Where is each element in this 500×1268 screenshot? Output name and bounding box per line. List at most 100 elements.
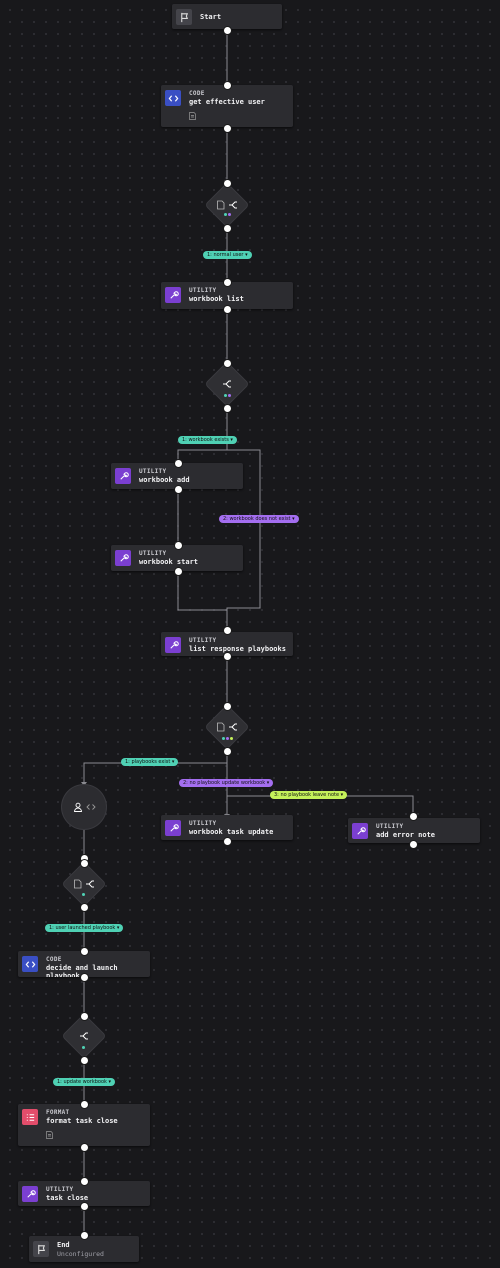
output-port[interactable] xyxy=(223,305,232,314)
branch-label-workbook-exists[interactable]: 1: workbook exists ▾ xyxy=(178,436,237,444)
node-status: Unconfigured xyxy=(57,1250,104,1258)
wrench-icon xyxy=(22,1186,38,1202)
output-port[interactable] xyxy=(223,837,232,846)
input-port[interactable] xyxy=(223,278,232,287)
format-node-format-task-close[interactable]: FORMAT format task close xyxy=(18,1104,150,1146)
node-title: list response playbooks xyxy=(189,645,286,653)
decision-icons xyxy=(206,184,248,226)
node-title: workbook start xyxy=(139,558,199,566)
output-port[interactable] xyxy=(80,1202,89,1211)
input-port[interactable] xyxy=(174,459,183,468)
document-icon xyxy=(217,200,225,210)
input-port[interactable] xyxy=(80,1177,89,1186)
document-icon xyxy=(189,112,196,120)
wrench-icon xyxy=(115,468,131,484)
input-port[interactable] xyxy=(80,1231,89,1240)
user-icon xyxy=(73,802,82,812)
node-kind: UTILITY xyxy=(376,823,404,830)
utility-node-workbook-start[interactable]: UTILITY workbook start xyxy=(111,545,243,571)
decision-icons xyxy=(63,863,105,905)
input-port[interactable] xyxy=(174,541,183,550)
split-icon xyxy=(80,1032,88,1040)
branch-label-no-playbook-update-workbook[interactable]: 2: no playbook update workbook ▾ xyxy=(179,779,274,787)
branch-label-update-workbook[interactable]: 1: update workbook ▾ xyxy=(53,1078,116,1086)
document-icon xyxy=(217,722,225,732)
output-port[interactable] xyxy=(223,652,232,661)
output-port[interactable] xyxy=(223,224,232,233)
output-port[interactable] xyxy=(174,567,183,576)
node-title: add error note xyxy=(376,831,436,839)
node-kind: UTILITY xyxy=(189,637,217,644)
code-icon xyxy=(22,956,38,972)
list-icon xyxy=(22,1109,38,1125)
code-icon xyxy=(85,804,96,810)
input-port[interactable] xyxy=(223,179,232,188)
input-port[interactable] xyxy=(80,1100,89,1109)
node-kind: UTILITY xyxy=(139,550,167,557)
node-title: get effective user xyxy=(189,98,265,106)
utility-node-list-response-playbooks[interactable]: UTILITY list response playbooks xyxy=(161,632,293,656)
node-kind: FORMAT xyxy=(46,1109,70,1116)
branch-label-user-launched-playbook[interactable]: 1: user launched playbook ▾ xyxy=(45,924,124,932)
start-node[interactable]: Start xyxy=(172,4,282,29)
node-title-continued: playbook xyxy=(46,972,80,977)
prompt-node[interactable] xyxy=(62,785,106,829)
input-port[interactable] xyxy=(223,702,232,711)
node-kind: UTILITY xyxy=(189,287,217,294)
branch-label-normal-user[interactable]: 1: normal user ▾ xyxy=(203,251,252,259)
input-port[interactable] xyxy=(409,812,418,821)
input-port[interactable] xyxy=(223,81,232,90)
node-title: Start xyxy=(200,13,222,21)
node-title: workbook list xyxy=(189,295,244,303)
node-title: End xyxy=(57,1241,70,1249)
node-title: task close xyxy=(46,1194,89,1202)
node-title: format task close xyxy=(46,1117,118,1125)
output-port[interactable] xyxy=(80,1056,89,1065)
output-port[interactable] xyxy=(223,404,232,413)
output-port[interactable] xyxy=(223,26,232,35)
branch-indicator xyxy=(82,893,85,896)
branch-indicator xyxy=(82,1046,85,1049)
code-node-get-effective-user[interactable]: CODE get effective user xyxy=(161,85,293,127)
output-port[interactable] xyxy=(223,747,232,756)
node-kind: CODE xyxy=(46,956,62,963)
output-port[interactable] xyxy=(223,124,232,133)
input-port[interactable] xyxy=(80,859,89,868)
branch-label-no-playbook-leave-note[interactable]: 3: no playbook leave note ▾ xyxy=(270,791,348,799)
end-node[interactable]: End Unconfigured xyxy=(29,1236,139,1262)
output-port[interactable] xyxy=(80,1143,89,1152)
decision-icons xyxy=(206,363,248,405)
output-port[interactable] xyxy=(409,840,418,849)
decision-icons xyxy=(206,706,248,748)
decision-icons xyxy=(63,1015,105,1057)
flag-icon xyxy=(33,1241,49,1257)
wrench-icon xyxy=(165,820,181,836)
output-port[interactable] xyxy=(80,903,89,912)
wrench-icon xyxy=(115,550,131,566)
utility-node-add-error-note[interactable]: UTILITY add error note xyxy=(348,818,480,843)
split-icon xyxy=(229,201,237,209)
node-kind: UTILITY xyxy=(46,1186,74,1193)
branch-indicator xyxy=(224,394,231,397)
input-port[interactable] xyxy=(80,1012,89,1021)
split-icon xyxy=(86,880,94,888)
node-title: workbook task update xyxy=(189,828,274,836)
input-port[interactable] xyxy=(80,947,89,956)
branch-label-playbooks-exist[interactable]: 1: playbooks exist ▾ xyxy=(121,758,179,766)
wrench-icon xyxy=(352,823,368,839)
document-icon xyxy=(74,879,82,889)
input-port[interactable] xyxy=(223,626,232,635)
utility-node-workbook-task-update[interactable]: UTILITY workbook task update xyxy=(161,815,293,840)
node-kind: UTILITY xyxy=(189,820,217,827)
branch-label-workbook-does-not-exist[interactable]: 2: workbook does not exist ▾ xyxy=(219,515,299,523)
output-port[interactable] xyxy=(80,973,89,982)
output-port[interactable] xyxy=(174,485,183,494)
node-kind: UTILITY xyxy=(139,468,167,475)
code-icon xyxy=(165,90,181,106)
branch-indicator xyxy=(224,213,231,216)
input-port[interactable] xyxy=(223,359,232,368)
node-kind: CODE xyxy=(189,90,205,97)
wrench-icon xyxy=(165,637,181,653)
flag-icon xyxy=(176,9,192,25)
branch-indicator xyxy=(222,737,233,740)
